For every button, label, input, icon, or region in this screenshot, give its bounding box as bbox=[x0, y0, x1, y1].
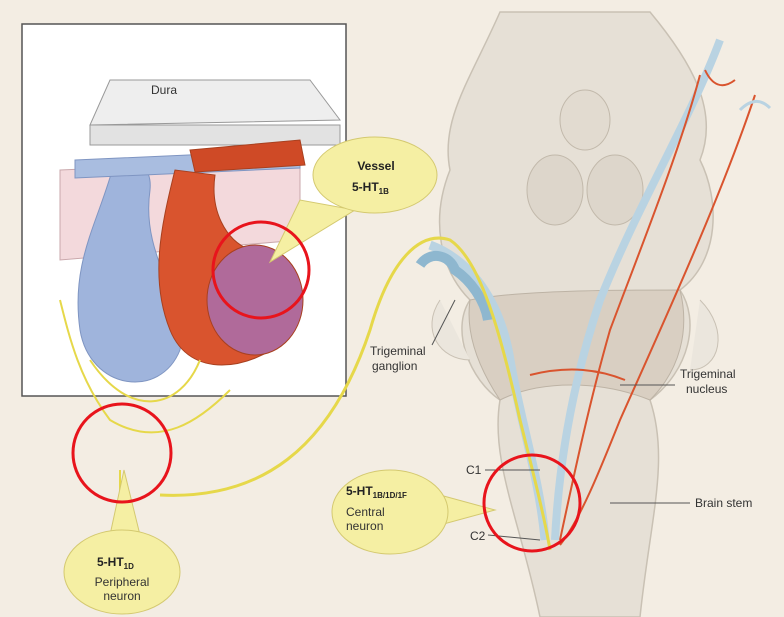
trigeminal-nucleus-label-2: nucleus bbox=[686, 382, 727, 396]
vessel-title: Vessel bbox=[357, 159, 394, 173]
dura-label: Dura bbox=[151, 83, 177, 97]
dura-inset bbox=[22, 24, 346, 500]
central-line2: neuron bbox=[346, 519, 383, 533]
peripheral-line1: Peripheral bbox=[95, 575, 150, 589]
c2-label: C2 bbox=[470, 529, 486, 543]
trigeminal-nucleus-label-1: Trigeminal bbox=[680, 367, 736, 381]
trigeminal-ganglion-label-2: ganglion bbox=[372, 359, 417, 373]
peripheral-line2: neuron bbox=[103, 589, 140, 603]
brain-stem-illustration bbox=[420, 12, 770, 617]
trigeminal-ganglion-label-1: Trigeminal bbox=[370, 344, 426, 358]
c1-label: C1 bbox=[466, 463, 482, 477]
central-line1: Central bbox=[346, 505, 385, 519]
brain-stem-label: Brain stem bbox=[695, 496, 752, 510]
